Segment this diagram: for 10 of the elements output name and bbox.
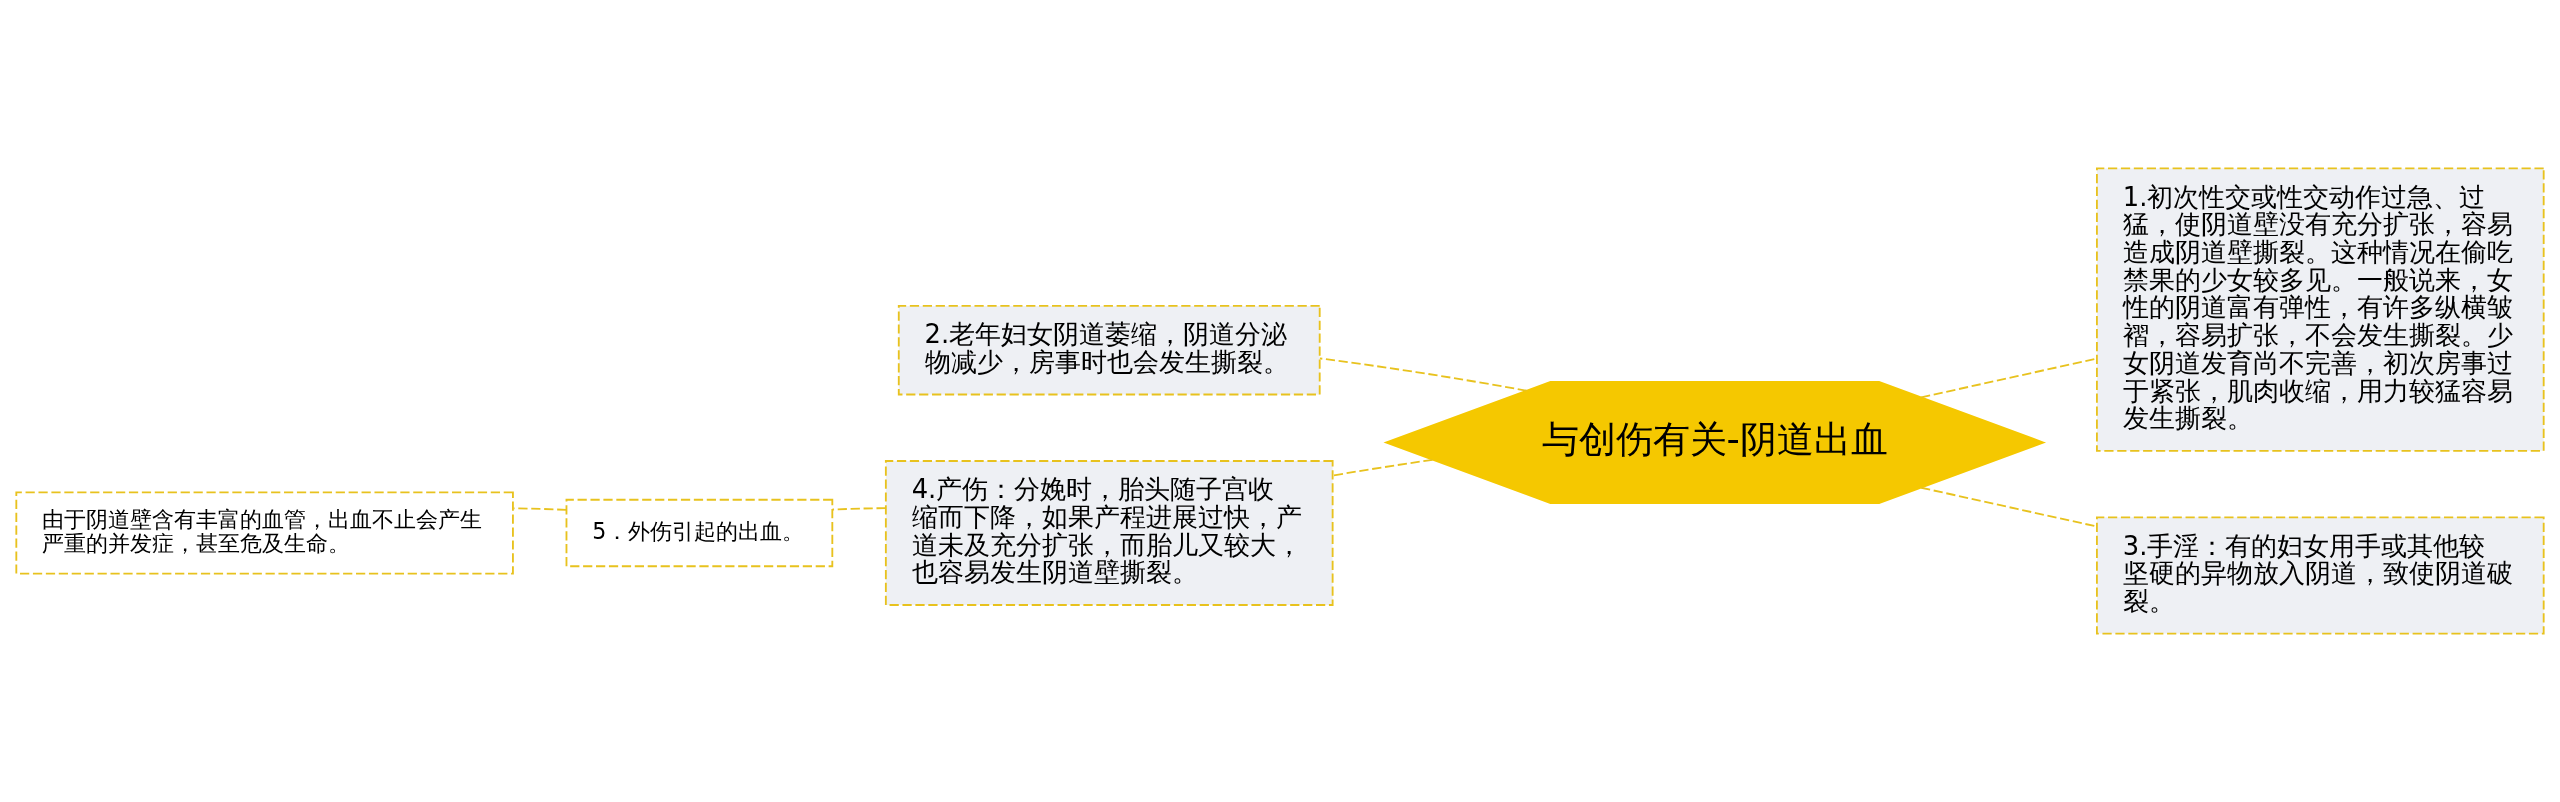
node-box: 4.产伤：分娩时，胎头随子宫收缩而下降，如果产程进展过快，产道未及充分扩张，而胎儿又较大，也容易发生阴道壁撕裂。 — [884, 460, 1334, 606]
node-box: 1.初次性交或性交动作过急、过猛，使阴道壁没有充分扩张，容易造成阴道壁撕裂。这种情况在偷吃禁果的少女较多见。一般说来，女性的阴道富有弹性，有许多纵横皱褶，容易扩张，不会发生撕裂。少女阴道发育尚不完善，初次房事过于紧张，肌肉收缩，用力较猛容易发生撕裂。 — [2096, 167, 2545, 452]
node-box: 5．外伤引起的出血。 — [565, 498, 834, 568]
node-box: 3.手淫：有的妇女用手或其他较坚硬的异物放入阴道，致使阴道破裂。 — [2096, 516, 2545, 635]
connector — [512, 507, 568, 511]
connector — [831, 507, 887, 511]
connector — [1318, 357, 1528, 392]
node-box: 2.老年妇女阴道萎缩，阴道分泌物减少，房事时也会发生撕裂。 — [897, 305, 1321, 396]
node-box: 由于阴道壁含有丰富的血管，出血不止会产生严重的并发症，甚至危及生命。 — [15, 491, 514, 575]
connector — [1331, 458, 1434, 477]
